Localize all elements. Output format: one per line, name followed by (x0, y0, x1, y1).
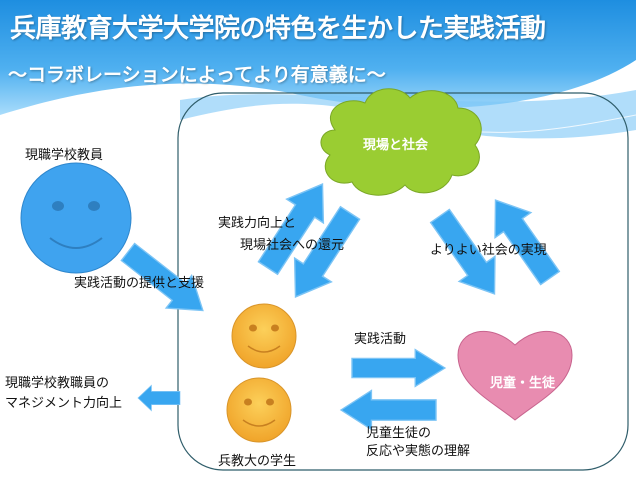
slide-title: 兵庫教育大学大学院の特色を生かした実践活動 (10, 14, 546, 44)
children-label: 児童・生徒 (490, 376, 556, 391)
student-smiley-1 (231, 303, 297, 369)
arrow-practice (351, 348, 446, 388)
header-background (0, 0, 636, 115)
student-smiley-2 (226, 377, 292, 443)
teacher-smiley (20, 162, 132, 274)
children-heart (457, 330, 573, 421)
understanding-label-2: 反応や実態の理解 (366, 444, 471, 459)
improvement-label-2: 現場社会への還元 (240, 238, 345, 253)
current-teacher-label: 現職学校教員 (25, 148, 104, 163)
improvement-label-1: 実践力向上と (218, 216, 297, 231)
support-label: 実践活動の提供と支援 (74, 276, 205, 291)
practice-label: 実践活動 (354, 332, 407, 347)
slide-subtitle: 〜コラボレーションによってより有意義に〜 (8, 64, 386, 86)
arrow-understanding (340, 389, 437, 431)
management-label-2: マネジメント力向上 (5, 396, 123, 411)
management-label-1: 現職学校教職員の (5, 376, 110, 391)
better-society-label: よりよい社会の実現 (430, 243, 547, 258)
understanding-label-1: 児童生徒の (366, 426, 432, 441)
society-cloud (320, 88, 482, 196)
cloud-label: 現場と社会 (363, 138, 429, 153)
students-label: 兵教大の学生 (218, 454, 297, 469)
arrow-management (137, 384, 181, 412)
